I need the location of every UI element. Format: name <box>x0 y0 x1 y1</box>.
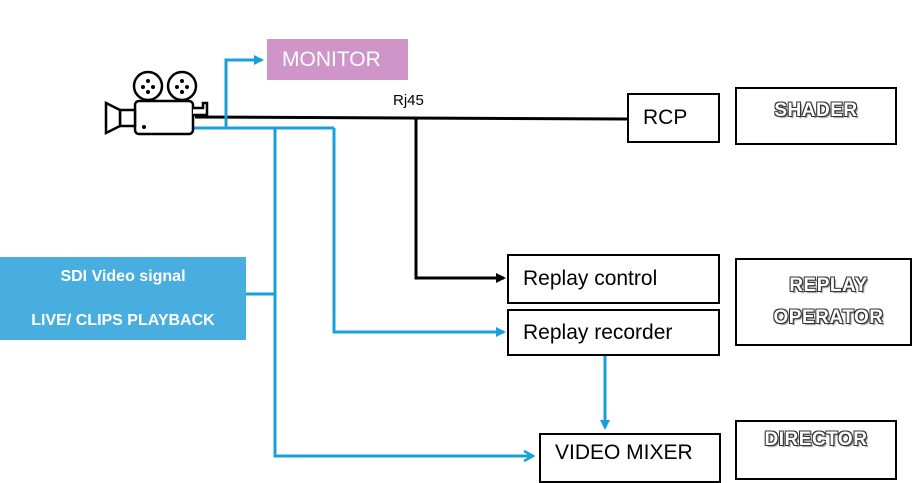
replay-recorder-label: Replay recorder <box>523 320 673 344</box>
rj45-line-camera-rcp <box>194 115 628 121</box>
rj45-label: Rj45 <box>393 92 424 109</box>
sdi-line-video-mixer <box>273 128 533 456</box>
video-mixer-label: VIDEO MIXER <box>555 441 693 464</box>
director-node: DIRECTOR <box>735 420 897 480</box>
camera-reel-dots <box>141 79 189 129</box>
replay-control-node: Replay control <box>507 254 720 304</box>
replay-recorder-node: Replay recorder <box>507 309 720 356</box>
film-camera-icon <box>104 70 209 136</box>
rj45-line-replay-control <box>414 118 506 283</box>
rcp-label: RCP <box>643 106 688 129</box>
sdi-line-replay-recorder <box>332 128 506 337</box>
replay-operator-node: REPLAY OPERATOR <box>735 258 912 346</box>
sdi-video-signal-label: SDI Video signal LIVE/ CLIPS PLAYBACK <box>0 257 246 340</box>
replay-operator-label-line2: OPERATOR <box>773 307 884 328</box>
sdi-label-line2: LIVE/ CLIPS PLAYBACK <box>31 312 215 329</box>
monitor-label: MONITOR <box>282 47 381 71</box>
sdi-label-line1: SDI Video signal <box>60 268 186 285</box>
sdi-line-camera-monitor <box>192 55 264 130</box>
replay-control-label: Replay control <box>523 267 658 290</box>
director-label: DIRECTOR <box>764 429 868 450</box>
replay-operator-label-line1: REPLAY <box>789 275 868 296</box>
monitor-node: MONITOR <box>267 39 408 80</box>
rcp-node: RCP <box>627 93 720 143</box>
shader-node: SHADER <box>735 87 897 145</box>
video-mixer-node: VIDEO MIXER <box>539 433 721 483</box>
shader-label: SHADER <box>774 100 858 121</box>
